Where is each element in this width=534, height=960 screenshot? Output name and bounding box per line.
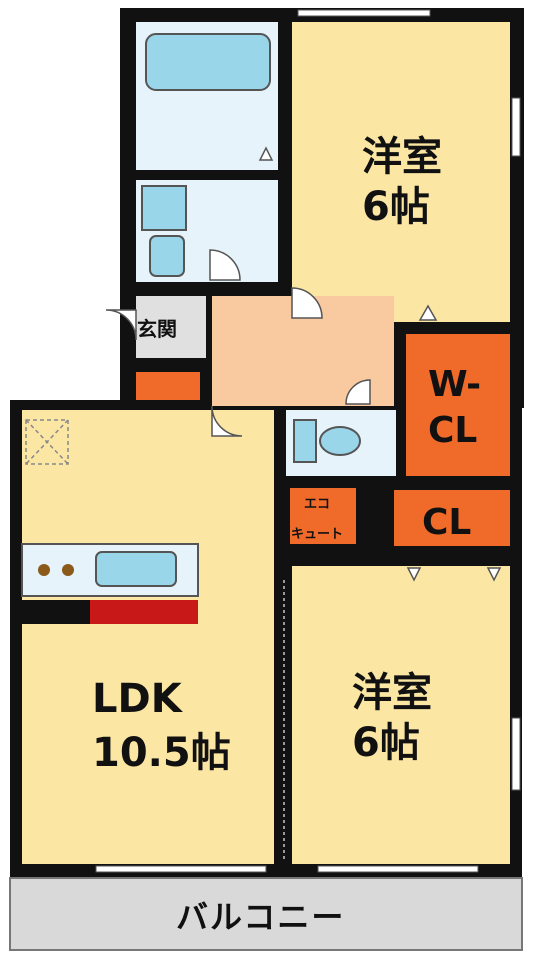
bathtub <box>145 33 271 91</box>
cl-label: CL <box>422 502 471 543</box>
balcony-label: バルコニー <box>176 898 345 936</box>
balcony <box>9 877 523 951</box>
kitchen-sink <box>95 551 177 587</box>
walk-in-closet <box>406 334 510 476</box>
wcl-door-mark <box>418 304 438 321</box>
window-east-north <box>511 97 521 157</box>
closet <box>394 490 510 546</box>
shoe-storage <box>136 372 200 400</box>
entrance-door <box>105 309 137 341</box>
wcl-label-line2: CL <box>428 410 477 451</box>
cl-door-mark-right <box>486 567 502 582</box>
window-east-south <box>511 717 521 791</box>
window-bedroom-south <box>317 865 479 873</box>
counter-base-red <box>90 600 198 624</box>
toilet-tank <box>293 419 317 463</box>
bath-door-mark <box>258 146 274 161</box>
toilet-bowl <box>319 426 361 456</box>
counter-base-dark <box>22 600 90 624</box>
washroom-door <box>209 249 241 281</box>
bedroom-north-door <box>291 287 323 319</box>
ecocute-space <box>290 488 356 544</box>
washing-machine-pan <box>149 235 185 277</box>
washbasin <box>141 185 187 231</box>
ldk-door <box>211 405 243 437</box>
genkan-label: 玄関 <box>137 317 177 341</box>
stove-burner-left <box>38 564 50 576</box>
bedroom-north-name: 洋室 <box>362 134 442 180</box>
bedroom-north-floor <box>292 22 510 322</box>
ldk-floor <box>22 410 274 864</box>
refrigerator-space <box>25 419 69 465</box>
genkan-floor <box>136 296 206 358</box>
bedroom-north-size: 6帖 <box>362 184 430 230</box>
cl-door-mark-left <box>406 567 422 582</box>
bedroom-south-floor <box>292 566 510 864</box>
bedroom-south-size: 6帖 <box>352 720 420 766</box>
stove-burner-right <box>62 564 74 576</box>
wcl-label-line1: W- <box>428 364 481 405</box>
bedroom-south-name: 洋室 <box>352 670 432 716</box>
refrigerator-cross-b <box>25 419 69 465</box>
ldk-size: 10.5帖 <box>92 730 231 776</box>
ldk-name: LDK <box>92 676 184 722</box>
window-north <box>297 9 431 17</box>
ecocute-label-line1: エコ <box>304 497 330 512</box>
toilet-door <box>345 379 371 405</box>
ecocute-label-line2: キュート <box>291 527 343 542</box>
window-ldk-south <box>95 865 267 873</box>
